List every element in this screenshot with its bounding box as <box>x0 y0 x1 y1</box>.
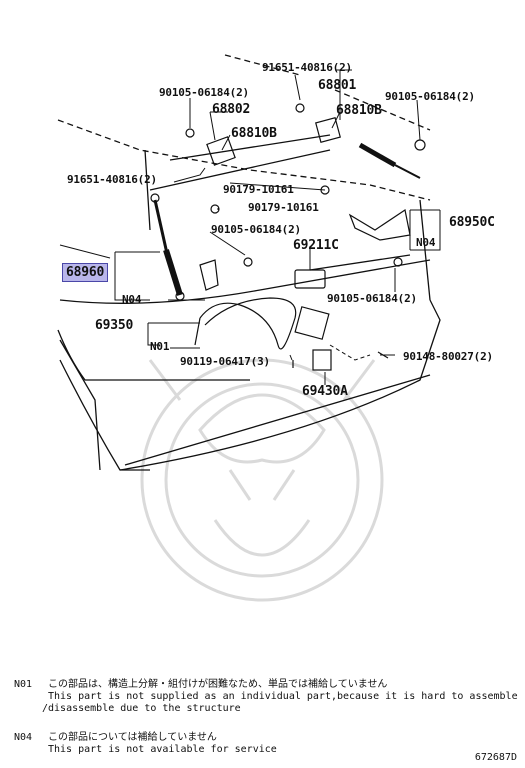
part-label-90105-06184-lower[interactable]: 90105-06184(2) <box>327 292 417 305</box>
part-label-90119-06417[interactable]: 90119-06417(3) <box>180 355 270 368</box>
footnote-n01: N01 この部品は、構造上分解・組付けが困難なため、単品では補給していません T… <box>14 679 518 719</box>
part-label-90148-80027[interactable]: 90148-80027(2) <box>403 350 493 363</box>
part-label-90105-06184-right[interactable]: 90105-06184(2) <box>385 90 475 103</box>
footnote-code: N04 <box>14 732 33 743</box>
footnote-en-cont: /disassemble due to the structure <box>42 703 241 714</box>
footnote-code: N01 <box>14 679 33 690</box>
footnote-jp: この部品は、構造上分解・組付けが困難なため、単品では補給していません <box>48 679 388 690</box>
note-tag-n01: N01 <box>150 340 170 353</box>
part-label-68802[interactable]: 68802 <box>212 102 251 117</box>
part-label-91651-40816-left[interactable]: 91651-40816(2) <box>67 173 157 186</box>
part-label-91651-40816-top[interactable]: 91651-40816(2) <box>262 61 352 74</box>
part-label-69350[interactable]: 69350 <box>95 318 134 333</box>
footnote-jp: この部品については補給していません <box>48 732 217 743</box>
leader-lines <box>59 69 441 385</box>
footnote-n04: N04 この部品については補給していません This part is not a… <box>14 732 414 758</box>
part-label-90105-06184-middle[interactable]: 90105-06184(2) <box>211 223 301 236</box>
part-label-69211c[interactable]: 69211C <box>293 238 339 253</box>
components <box>150 103 426 371</box>
note-tag-n04-right: N04 <box>416 236 436 249</box>
part-label-90179-10161-b[interactable]: 90179-10161 <box>248 201 319 214</box>
note-tag-n04-left: N04 <box>122 293 142 306</box>
footnote-en: This part is not supplied as an individu… <box>48 691 518 702</box>
part-label-68950c[interactable]: 68950C <box>449 215 495 230</box>
part-label-68810b-right[interactable]: 68810B <box>336 103 382 118</box>
vehicle-body-outline <box>57 54 441 471</box>
footnote-en: This part is not available for service <box>48 744 277 755</box>
part-label-90179-10161-a[interactable]: 90179-10161 <box>223 183 294 196</box>
parts-diagram <box>57 54 441 602</box>
part-label-90105-06184-left[interactable]: 90105-06184(2) <box>159 86 249 99</box>
part-label-68810b-left[interactable]: 68810B <box>231 126 277 141</box>
part-label-68801[interactable]: 68801 <box>318 78 357 93</box>
part-label-69430a[interactable]: 69430A <box>302 384 348 399</box>
watermark-emblem <box>140 358 384 602</box>
part-label-68960-highlighted[interactable]: 68960 <box>62 263 109 282</box>
drawing-number: 672687D <box>474 752 517 763</box>
